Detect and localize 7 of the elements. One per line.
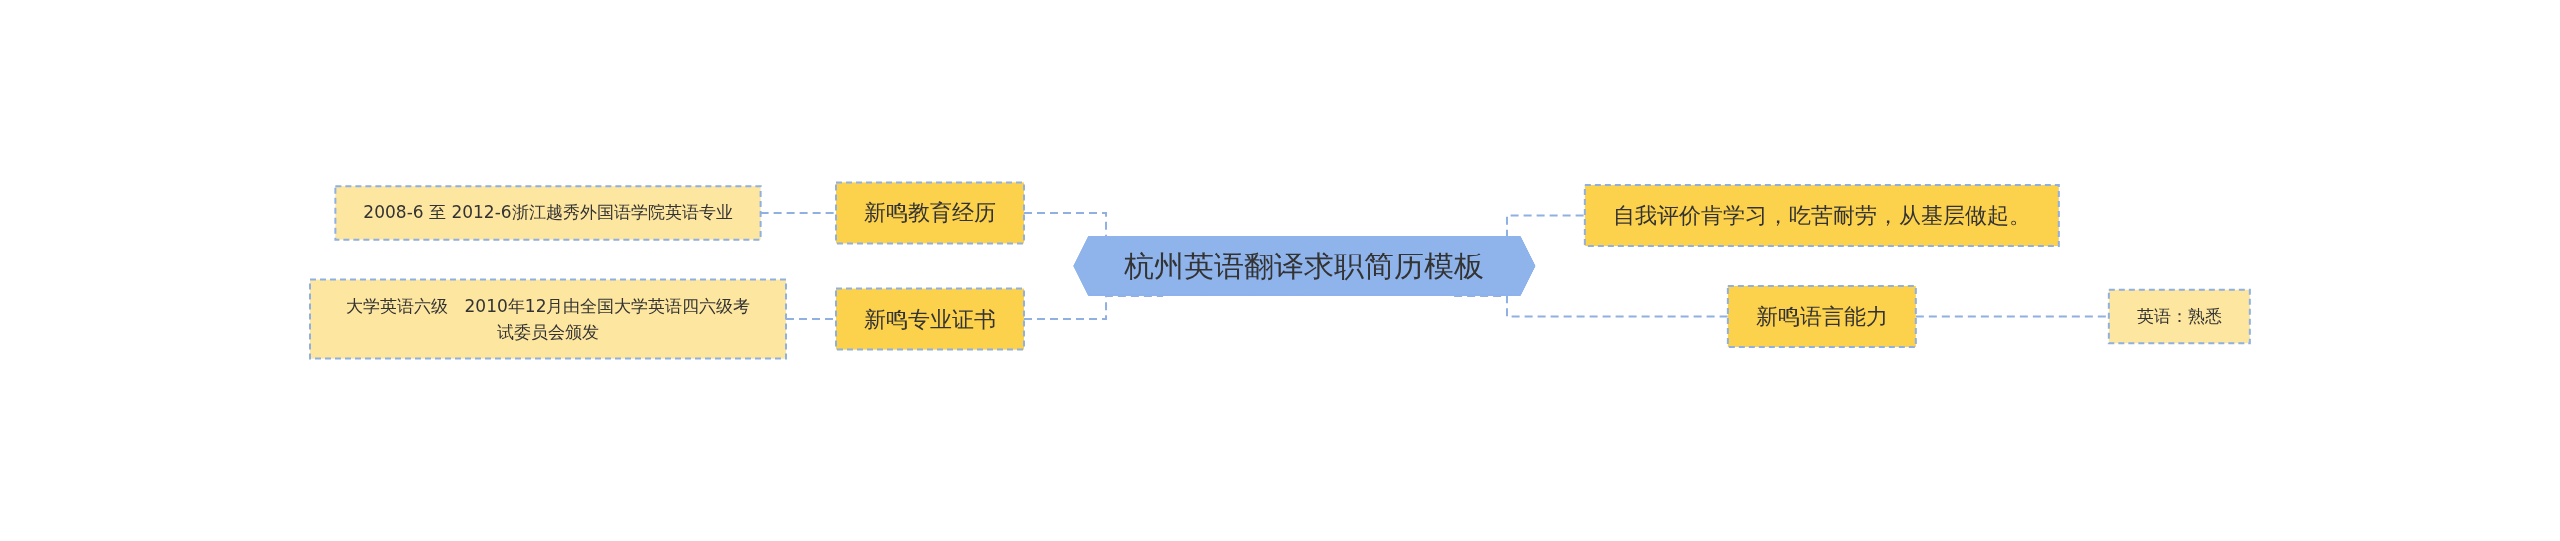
node-box: 自我评价肯学习，吃苦耐劳，从基层做起。 <box>1583 184 2060 247</box>
node-box: 2008-6 至 2012-6浙江越秀外国语学院英语专业 <box>334 185 762 241</box>
node-box: 新鸣教育经历 <box>835 181 1026 245</box>
node-box: 新鸣语言能力 <box>1726 285 1917 348</box>
node-box: 新鸣专业证书 <box>835 287 1026 351</box>
node-box: 英语：熟悉 <box>2107 288 2251 345</box>
node-box: 大学英语六级 2010年12月由全国大学英语四六级考试委员会颁发 <box>309 278 788 360</box>
